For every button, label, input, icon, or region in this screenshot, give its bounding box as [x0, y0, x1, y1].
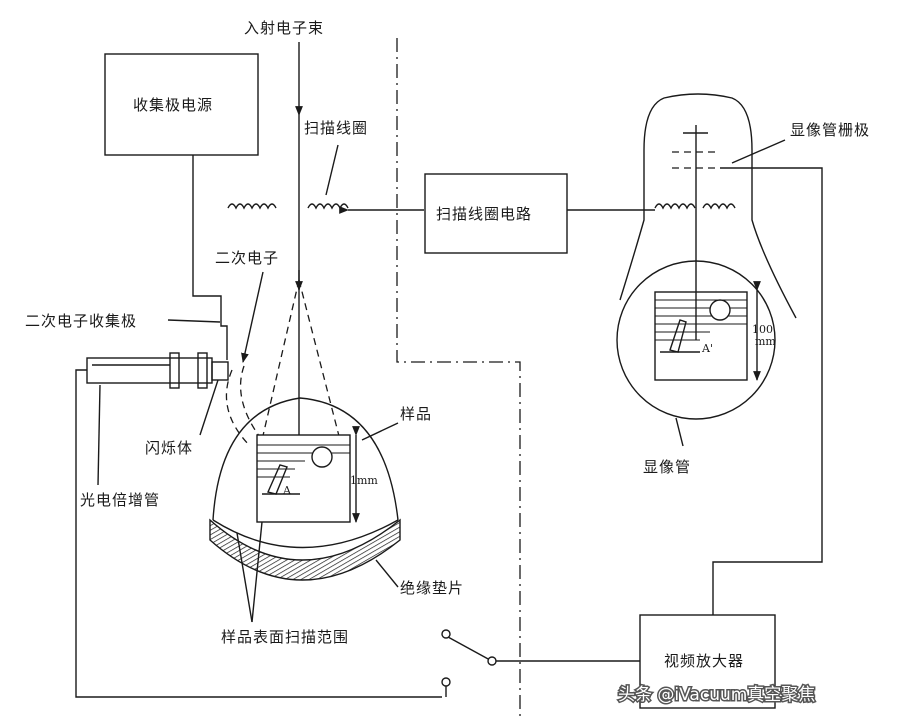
switch-blade — [447, 636, 491, 661]
scintillator-pointer — [199, 379, 219, 436]
scan-coil-circuit-label: 扫描线圈电路 — [436, 205, 532, 223]
sample-stage-base — [209, 518, 401, 581]
switch-pivot — [487, 656, 497, 666]
sample-pointer — [361, 422, 399, 441]
secondary-electron-label: 二次电子 — [215, 249, 279, 267]
scan-range-pointer-2 — [251, 521, 263, 623]
insulating-pad-label: 绝缘垫片 — [400, 579, 464, 597]
incident-beam-label: 入射电子束 — [244, 19, 324, 37]
sample-label: 样品 — [400, 405, 432, 423]
crt-grid-pointer — [731, 139, 786, 164]
photomultiplier-tube — [86, 352, 229, 389]
secondary-path-2 — [225, 369, 251, 447]
crt-image — [654, 291, 748, 381]
crt-scale-num: 100 — [752, 323, 773, 336]
secondary-path-1 — [239, 365, 263, 441]
scan-cone-left — [261, 279, 300, 441]
scan-coil-label: 扫描线圈 — [304, 119, 368, 137]
scan-coil-circuit-box — [424, 173, 568, 254]
scan-coil-pointer — [325, 144, 339, 196]
switch-contact-top — [441, 629, 451, 639]
crt-grid-label: 显像管栅极 — [790, 121, 870, 139]
scan-coil-left — [227, 203, 349, 210]
crt-deflection-coil — [654, 203, 736, 210]
crt-label: 显像管 — [643, 458, 691, 476]
crt-envelope — [619, 93, 797, 319]
crt-point-a-prime: A' — [701, 342, 713, 355]
pmt-output-wire — [75, 369, 442, 698]
crt-grid-wire — [712, 167, 823, 615]
insulating-pad-pointer — [375, 559, 399, 588]
sample-point-a: A — [282, 484, 292, 497]
crt-label-pointer — [675, 417, 684, 447]
video-amplifier-box — [639, 614, 776, 709]
secondary-collector-label: 二次电子收集极 — [25, 312, 137, 330]
scan-range-pointer-1 — [236, 532, 253, 623]
sample-stage-top — [212, 519, 399, 549]
scan-range-label: 样品表面扫描范围 — [221, 628, 349, 646]
collector-power-wire — [192, 155, 228, 360]
collector-power-label: 收集极电源 — [133, 96, 213, 114]
photomultiplier-label: 光电倍增管 — [80, 491, 160, 509]
sample-dome — [212, 397, 399, 521]
sample-scale-label: 1mm — [350, 474, 378, 487]
photomultiplier-pointer — [97, 384, 101, 486]
secondary-collector-pointer — [167, 319, 221, 323]
watermark: 头条 @iVacuum真空聚焦 — [618, 685, 815, 705]
scan-cone-right — [298, 279, 341, 441]
video-amplifier-label: 视频放大器 — [664, 652, 744, 670]
switch-contact-bottom — [441, 677, 451, 687]
scintillator-label: 闪烁体 — [145, 439, 193, 457]
vacuum-boundary — [396, 38, 521, 718]
collector-power-box — [104, 53, 259, 156]
sample-specimen — [256, 434, 351, 523]
crt-scale-unit: mm — [755, 335, 776, 348]
secondary-electron-pointer — [241, 271, 264, 363]
